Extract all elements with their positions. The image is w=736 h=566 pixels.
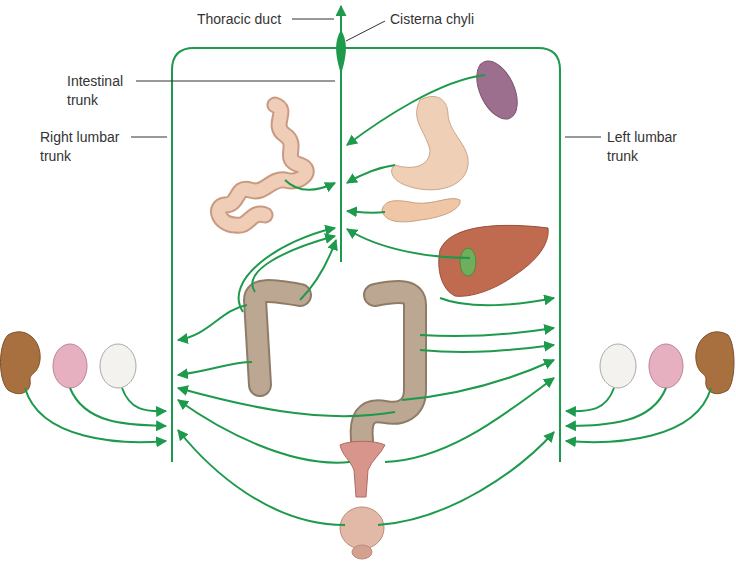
drainage-arrow [440, 298, 554, 305]
stomach [392, 96, 469, 189]
drainage-arrow [420, 328, 554, 336]
drainage-arrow [378, 432, 554, 525]
drainage-arrow [347, 229, 470, 258]
ascending-colon-outline [255, 291, 300, 385]
descending-colon [362, 292, 415, 440]
leader-line [565, 137, 601, 138]
drainage-arrow [420, 345, 554, 352]
gallbladder [460, 248, 476, 276]
pancreas [382, 199, 460, 222]
drainage-arrow [178, 400, 350, 463]
part-label: Thoracic duct [197, 10, 289, 29]
drainage-arrow [566, 388, 666, 426]
part-label: Left lumbar trunk [607, 128, 699, 166]
intestine-fill [218, 105, 306, 225]
drainage-arrow [300, 240, 336, 300]
descending-colon-outline [362, 292, 415, 440]
drainage-arrow [347, 211, 385, 213]
testis [649, 344, 683, 388]
drainage-arrow [347, 75, 485, 145]
drainage-arrow [178, 362, 252, 375]
drainage-arrow [70, 388, 166, 426]
prostate [352, 545, 372, 559]
cisterna-chyli-shape [336, 30, 346, 74]
kidney [1, 332, 41, 394]
drainage-arrow [285, 180, 335, 190]
lymph-trunks [172, 6, 560, 462]
drainage-arrow [178, 305, 247, 340]
leader-line [346, 21, 385, 41]
leader-lines [131, 19, 601, 137]
kidney [696, 332, 734, 394]
bladder [340, 507, 384, 549]
drainage-arrow [252, 236, 335, 292]
liver [439, 225, 548, 296]
leader-line [131, 137, 167, 138]
drainage-arrow [385, 378, 554, 462]
part-label: Cisterna chyli [390, 10, 510, 29]
leader-line [136, 81, 335, 82]
drainage-arrow [239, 228, 335, 312]
drainage-arrows [25, 75, 711, 525]
ascending-colon [255, 291, 300, 385]
drainage-arrow [566, 388, 614, 411]
ovary [600, 344, 636, 388]
lumbar-trunk [172, 48, 560, 462]
part-label: Intestinal trunk [67, 72, 133, 110]
drainage-arrow [122, 388, 166, 411]
small-intestine [218, 105, 306, 225]
testis [53, 344, 87, 388]
drainage-arrow [566, 388, 711, 442]
colon [255, 291, 415, 440]
ovary [100, 344, 136, 388]
uterus [340, 441, 385, 497]
drainage-arrow [347, 165, 395, 183]
spleen [468, 55, 525, 126]
drainage-arrow [25, 388, 166, 442]
intestinal-trunk-line [340, 70, 342, 262]
part-label: Right lumbar trunk [40, 128, 130, 166]
intestine-outline [218, 105, 306, 225]
drainage-arrow [178, 430, 345, 525]
drainage-arrow [178, 388, 395, 416]
leader-line [292, 19, 334, 20]
